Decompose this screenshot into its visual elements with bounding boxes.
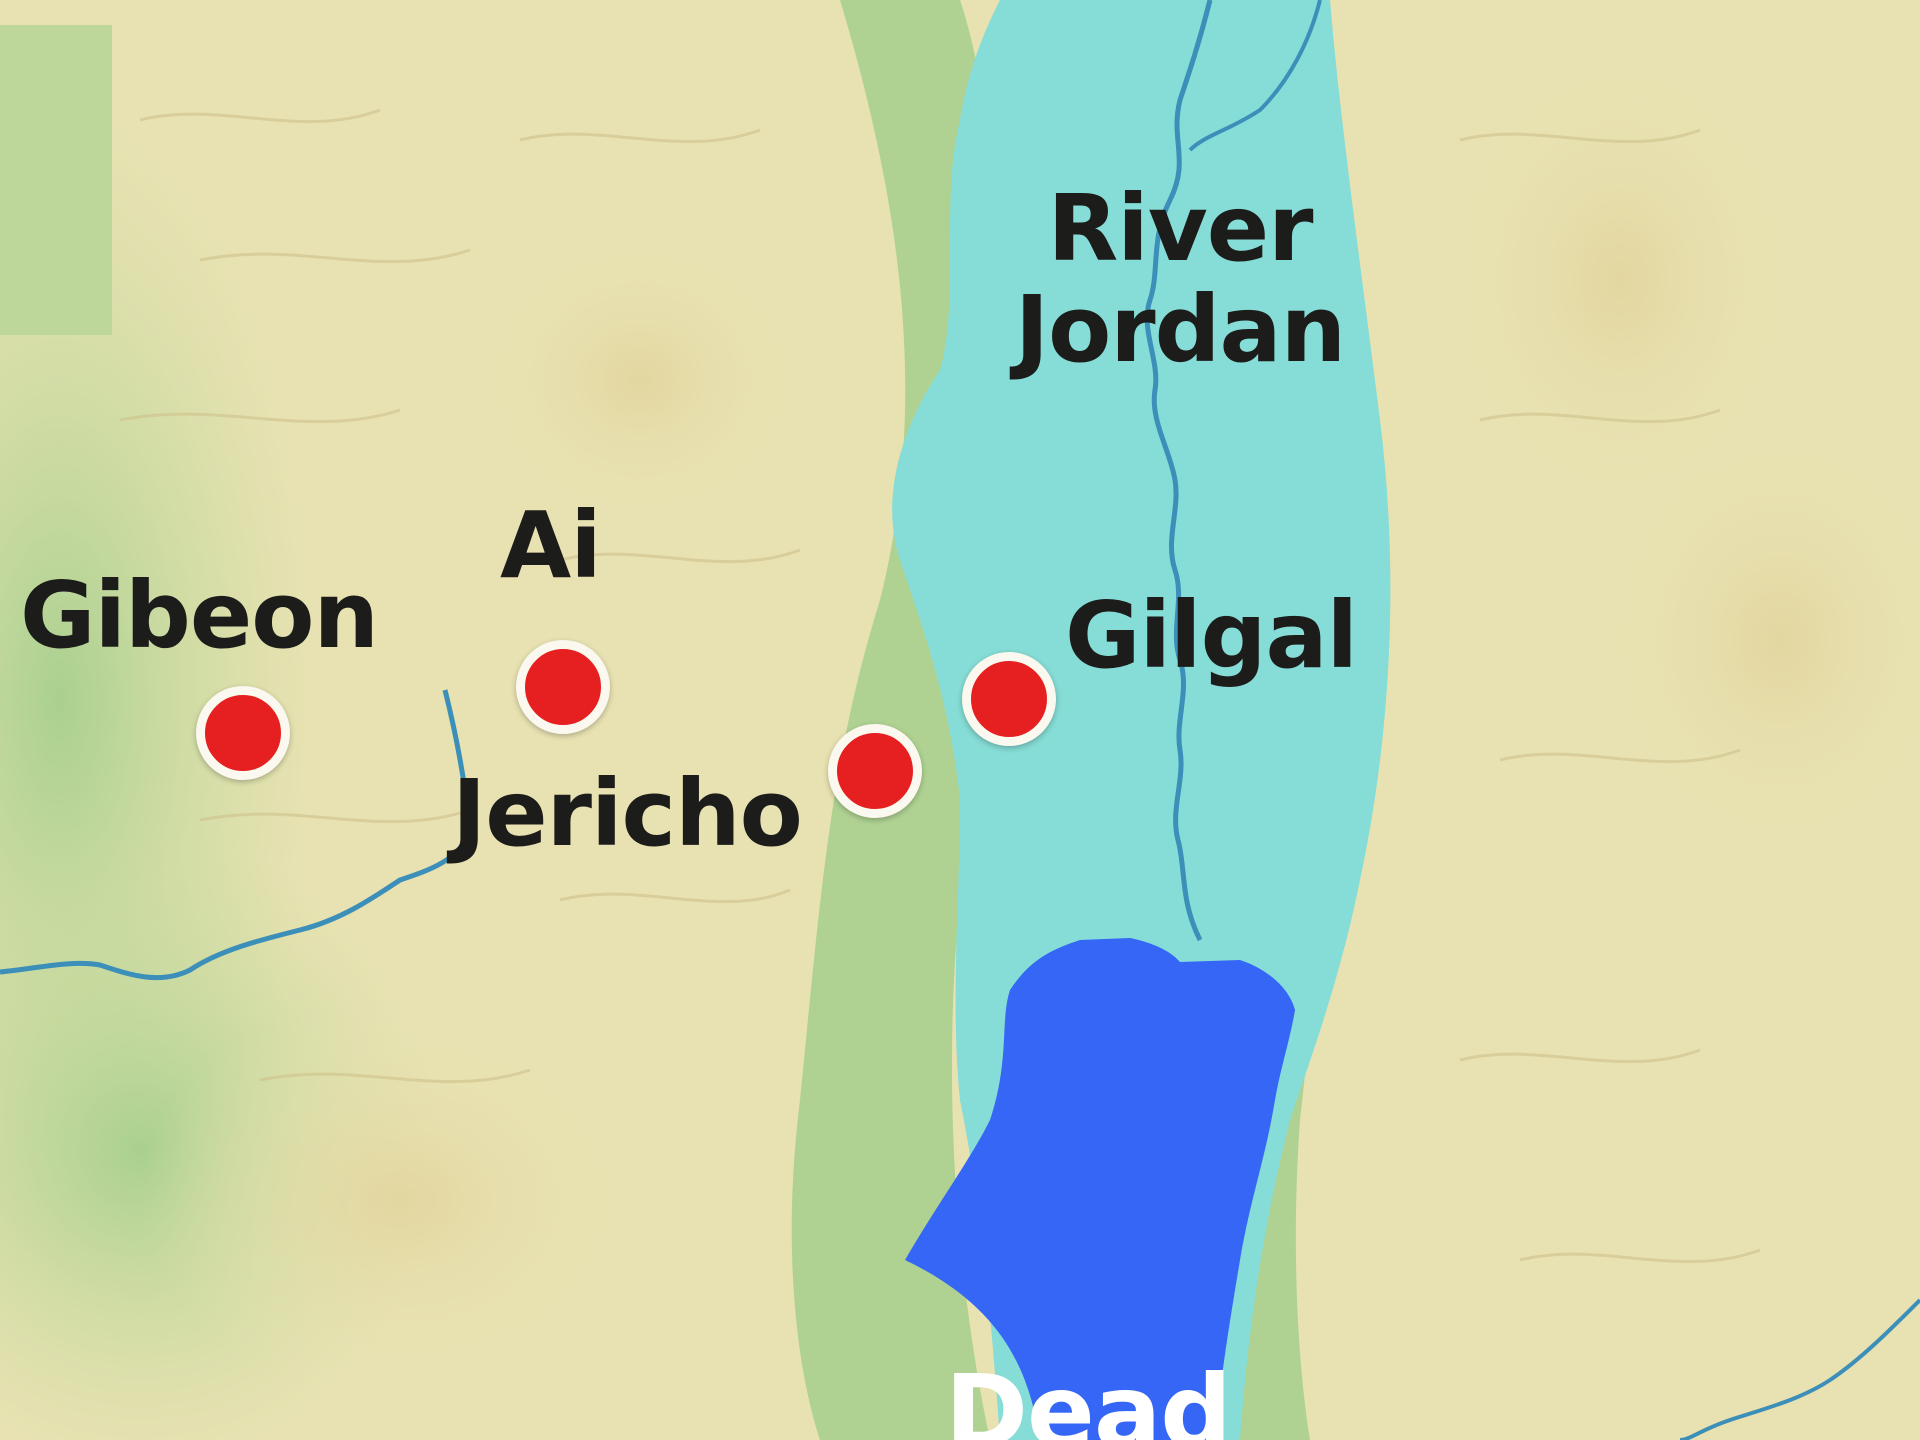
river-jordan-label: River Jordan [970,175,1390,384]
gibeon-marker[interactable] [196,686,290,780]
gilgal-label: Gilgal [1065,582,1358,689]
legend-box [0,25,112,335]
relief-hatching [119,108,1761,1264]
dead-sea-label: Dead [945,1353,1232,1440]
jericho-label: Jericho [452,760,803,867]
river-tributary [1188,0,1322,152]
highland-patch [1580,400,1920,880]
river-jordan-line [1144,0,1213,942]
highland-patch [460,220,820,540]
eastern-stream [1679,1298,1920,1440]
gibeon-label: Gibeon [20,562,379,669]
river-label-line2: Jordan [1014,276,1346,384]
wadi-stream [0,689,473,981]
jericho-marker[interactable] [828,724,922,818]
highland-patch [140,1000,660,1400]
gilgal-marker[interactable] [962,652,1056,746]
dead-sea [905,938,1295,1440]
ai-marker[interactable] [516,640,610,734]
river-label-line1: River [1047,175,1313,282]
ai-label: Ai [500,492,602,599]
